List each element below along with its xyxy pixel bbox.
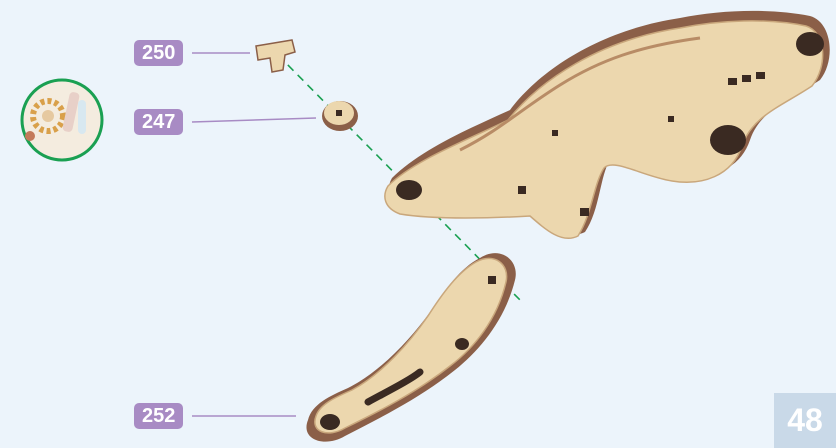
main-body-assembly — [385, 11, 830, 238]
part-252-arm — [306, 253, 515, 442]
callout-part-247: 247 — [134, 109, 183, 135]
callout-part-250: 250 — [134, 40, 183, 66]
callout-part-252: 252 — [134, 403, 183, 429]
page-number: 48 — [774, 393, 836, 448]
leader-line-247 — [192, 118, 316, 122]
detail-magnifier-icon — [22, 80, 102, 160]
part-247-spacer — [322, 101, 358, 131]
